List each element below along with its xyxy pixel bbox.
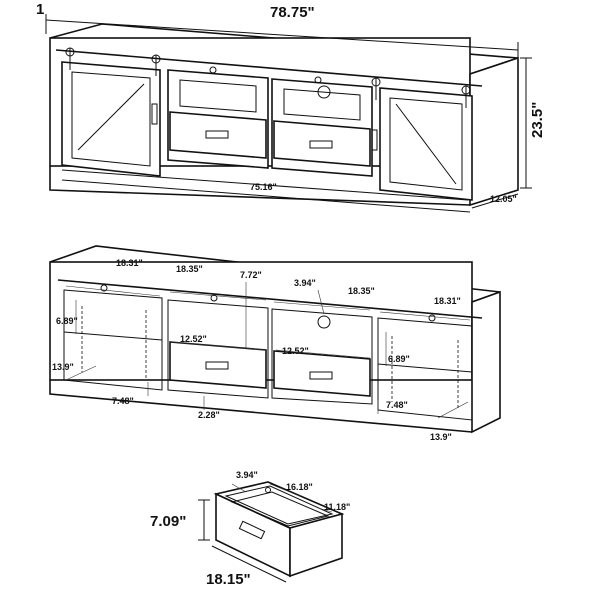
drawer-side-height-line	[231, 483, 247, 493]
drawer-inner-rim	[224, 485, 334, 525]
front-edge-fragment-label: 1	[36, 1, 44, 18]
front-door-track	[55, 49, 483, 87]
interior-right-shelf	[377, 363, 473, 373]
dim-left-drawer-line	[171, 341, 267, 351]
interior-roller-3	[428, 314, 436, 322]
drawer-hole	[265, 487, 271, 493]
dim-left-center-label: 18.35"	[176, 264, 203, 274]
interior-drawer-right-pull	[309, 371, 333, 380]
front-center-right-shelf	[283, 88, 361, 121]
drawer-inner-width-line	[269, 483, 301, 497]
drawer-height-label: 7.09"	[150, 513, 186, 530]
front-depth-line	[471, 193, 519, 209]
dim-left-door-line	[65, 285, 161, 297]
dim-left-leg-label: 7.48"	[112, 396, 134, 406]
front-drawer-right-pull	[309, 140, 333, 149]
front-center-roller-1	[209, 66, 217, 74]
front-drawer-left	[169, 111, 267, 159]
interior-drawer-left-pull	[205, 361, 229, 370]
dim-cord-hole-label: 3.94"	[294, 278, 316, 288]
front-side-panel	[469, 56, 519, 207]
dim-right-drawer-line	[275, 349, 371, 359]
drawer-inner-floor	[230, 491, 330, 527]
drawer-view: 7.09" 18.15" 3.94" 16.18" 11.18"	[150, 470, 350, 588]
dim-left-bottom-label: 13.9"	[52, 362, 74, 372]
front-left-door-brace	[77, 83, 145, 151]
interior-drawer-right	[273, 350, 371, 397]
drawer-side-height-label: 3.94"	[236, 470, 258, 480]
interior-roller-2	[210, 294, 218, 302]
front-right-door-handle	[371, 129, 378, 151]
dim-left-bottom-line	[65, 365, 97, 381]
front-overall-width-line	[45, 19, 519, 51]
interior-door-track	[57, 279, 483, 319]
interior-center-right-bay	[271, 308, 373, 405]
dim-right-drawer-label: 12.52"	[282, 346, 309, 356]
drawer-inner-width-label: 16.18"	[286, 482, 313, 492]
interior-roller-1	[100, 284, 108, 292]
front-center-left-shelf	[179, 79, 257, 113]
drawer-inner-depth-label: 11.18"	[324, 502, 350, 512]
interior-left-shelf	[63, 331, 163, 341]
drawer-side	[289, 512, 343, 578]
front-base-rail	[61, 169, 469, 201]
front-inner-width-line	[61, 179, 471, 213]
dim-center-height-label: 7.72"	[240, 270, 262, 280]
dim-left-shelf-label: 6.89"	[56, 316, 78, 326]
front-height-label: 23.5"	[529, 102, 546, 138]
dim-left-drawer-label: 12.52"	[180, 334, 207, 344]
interior-view: 18.31" 18.35" 7.72" 3.94" 18.35" 18.31" …	[49, 245, 501, 442]
front-drawer-left-pull	[205, 130, 229, 139]
front-base-outline	[49, 166, 471, 206]
drawer-width-line	[211, 545, 287, 583]
front-depth-label: 12.05"	[490, 194, 517, 204]
dim-right-shelf-label: 6.89"	[388, 354, 410, 364]
front-left-door-handle	[151, 103, 158, 125]
drawer-inner-depth-line	[317, 507, 333, 513]
interior-side-panel	[471, 290, 501, 434]
dim-right-center-line	[273, 301, 371, 311]
interior-right-bay	[377, 317, 473, 421]
dim-right-center-label: 18.35"	[348, 286, 375, 296]
interior-cord-hole	[317, 315, 331, 329]
dim-left-center-line	[169, 291, 267, 301]
front-right-door-glass	[389, 97, 463, 191]
drawer-pull	[238, 520, 266, 540]
front-overall-width-label: 78.75"	[270, 4, 315, 21]
dim-right-door-label: 18.31"	[434, 296, 461, 306]
front-left-door	[61, 61, 161, 177]
dim-cord-hole-line	[317, 289, 325, 315]
dim-right-door-line	[379, 311, 471, 321]
front-drawer-right	[273, 120, 371, 167]
front-cord-hole	[317, 85, 331, 99]
dim-right-bottom-label: 13.9"	[430, 432, 452, 442]
front-right-door-brace	[395, 103, 457, 185]
interior-left-bay	[63, 289, 163, 391]
dim-clearance-label: 2.28"	[198, 410, 220, 420]
front-left-door-glass	[71, 71, 151, 167]
dim-right-bottom-line	[437, 401, 469, 419]
interior-base-outline	[49, 380, 473, 433]
front-inner-width-label: 75.16"	[250, 182, 277, 192]
interior-center-left-bay	[167, 299, 269, 399]
drawer-width-label: 18.15"	[206, 571, 251, 588]
dim-left-door-label: 18.31"	[116, 258, 143, 268]
front-view: 78.75" 1 75.16" 23.5" 12.05"	[36, 1, 546, 213]
front-center-roller-2	[314, 76, 322, 84]
dim-right-leg-label: 7.48"	[386, 400, 408, 410]
